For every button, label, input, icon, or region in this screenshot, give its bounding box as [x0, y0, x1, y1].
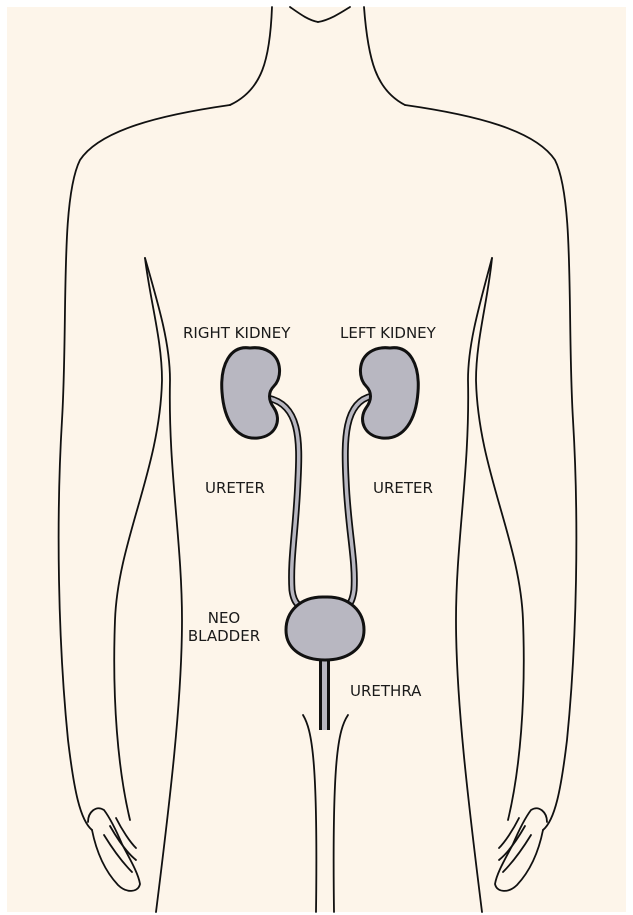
label-ureter-right: URETER	[205, 479, 265, 497]
label-right-kidney: RIGHT KIDNEY	[183, 324, 290, 342]
neo-bladder-shape	[286, 597, 364, 660]
urethra-fill	[322, 652, 327, 730]
urethra-tube	[319, 652, 330, 730]
label-ureter-left: URETER	[373, 479, 433, 497]
label-neo-bladder: NEO BLADDER	[178, 609, 270, 645]
label-neo-bladder-line1: NEO	[178, 609, 270, 627]
label-urethra: URETHRA	[350, 682, 421, 700]
left-kidney-shape	[360, 348, 418, 438]
label-neo-bladder-line2: BLADDER	[178, 627, 270, 645]
right-kidney-shape	[222, 348, 280, 438]
label-left-kidney: LEFT KIDNEY	[340, 324, 436, 342]
background-panel	[7, 7, 626, 912]
